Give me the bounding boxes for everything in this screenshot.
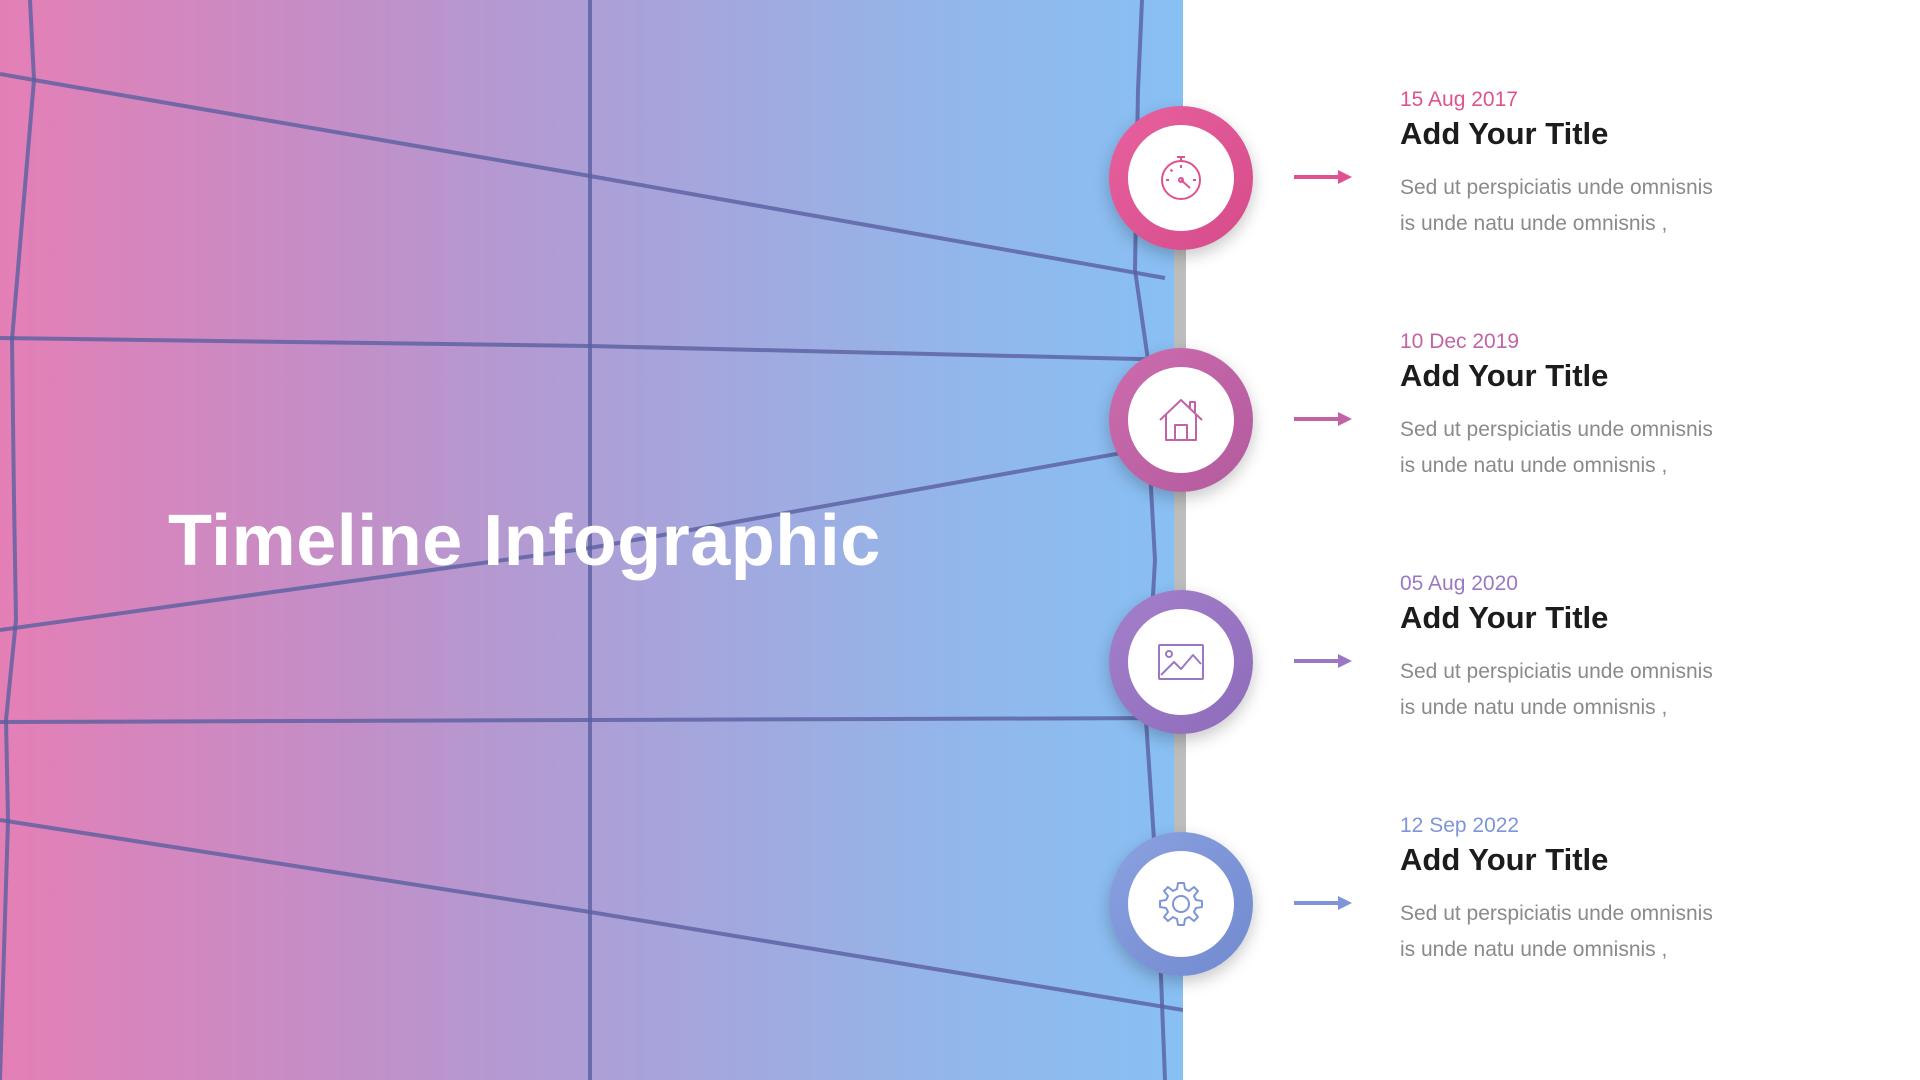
description-line: is unde natu unde omnisnis , (1400, 938, 1668, 961)
description-line: Sed ut perspiciatis unde omnisnis (1400, 418, 1713, 441)
milestone-marker (1109, 832, 1253, 976)
timeline-milestone: 12 Sep 2022 Add Your Title Sed ut perspi… (0, 814, 1920, 982)
slide-title: Timeline Infographic (168, 501, 881, 581)
milestone-date: 15 Aug 2017 (1400, 88, 1518, 111)
milestone-date: 12 Sep 2022 (1400, 814, 1520, 837)
timeline-spine (1174, 178, 1186, 918)
milestone-description: Sed ut perspiciatis unde omnisnis is und… (1400, 412, 1820, 484)
arrow-right-icon (1294, 412, 1352, 426)
home-icon (1159, 399, 1203, 441)
milestone-marker (1109, 590, 1253, 734)
timeline-milestone: 05 Aug 2020 Add Your Title Sed ut perspi… (0, 572, 1920, 740)
arrow-right-icon (1294, 896, 1352, 910)
image-icon (1158, 644, 1204, 680)
description-line: Sed ut perspiciatis unde omnisnis (1400, 660, 1713, 683)
milestone-title: Add Your Title (1400, 842, 1609, 877)
milestone-title: Add Your Title (1400, 600, 1609, 635)
milestone-date: 05 Aug 2020 (1400, 572, 1518, 595)
milestone-description: Sed ut perspiciatis unde omnisnis is und… (1400, 654, 1820, 726)
milestone-marker (1109, 106, 1253, 250)
description-line: Sed ut perspiciatis unde omnisnis (1400, 176, 1713, 199)
milestone-marker (1109, 348, 1253, 492)
arrow-right-icon (1294, 654, 1352, 668)
description-line: Sed ut perspiciatis unde omnisnis (1400, 902, 1713, 925)
milestone-date: 10 Dec 2019 (1400, 330, 1520, 353)
arrow-right-icon (1294, 170, 1352, 184)
description-line: is unde natu unde omnisnis , (1400, 212, 1668, 235)
speedometer-icon (1161, 156, 1201, 200)
milestone-title: Add Your Title (1400, 358, 1609, 393)
milestone-description: Sed ut perspiciatis unde omnisnis is und… (1400, 170, 1820, 242)
milestone-description: Sed ut perspiciatis unde omnisnis is und… (1400, 896, 1820, 968)
gear-icon (1159, 882, 1203, 926)
timeline-milestone: 10 Dec 2019 Add Your Title Sed ut perspi… (0, 330, 1920, 498)
milestone-title: Add Your Title (1400, 116, 1609, 151)
timeline-milestone: 15 Aug 2017 Add Your Title Sed ut perspi… (0, 88, 1920, 256)
background-photo-panel: Timeline Infographic (0, 0, 1183, 1080)
description-line: is unde natu unde omnisnis , (1400, 696, 1668, 719)
description-line: is unde natu unde omnisnis , (1400, 454, 1668, 477)
